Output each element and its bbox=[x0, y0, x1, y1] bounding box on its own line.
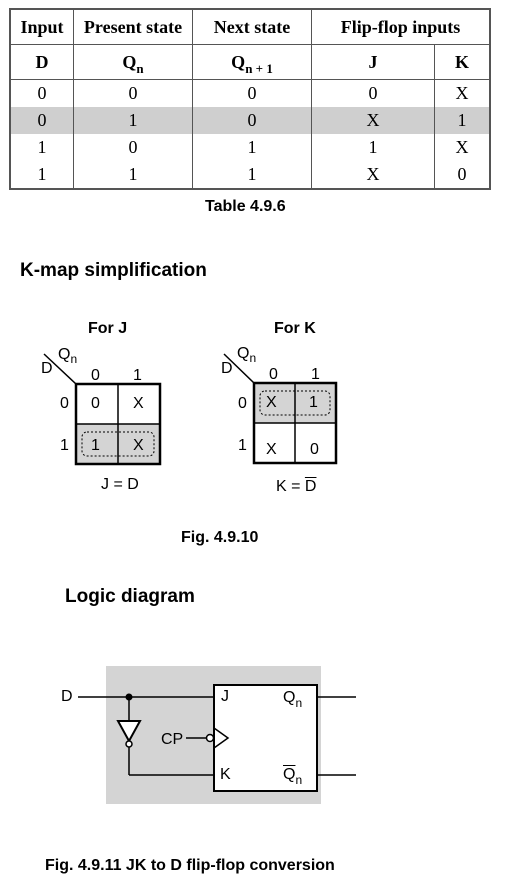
table-cell: 1 bbox=[311, 134, 435, 161]
table-cell: X bbox=[311, 161, 435, 189]
table-cell: 1 bbox=[73, 161, 193, 189]
clock-triangle bbox=[213, 727, 230, 749]
kmap-j-cell: X bbox=[133, 395, 144, 412]
header-k: K bbox=[434, 44, 491, 80]
kmap-j bbox=[43, 353, 162, 466]
table-cell: 1 bbox=[10, 134, 74, 161]
table-cell: 1 bbox=[73, 107, 193, 134]
table-cell: 1 bbox=[434, 107, 490, 134]
table-cell: X bbox=[455, 83, 469, 103]
table-cell: 0 bbox=[192, 107, 312, 134]
table-cell: 0 bbox=[10, 107, 74, 134]
table-cell: 0 bbox=[457, 164, 467, 184]
kmap-k-col-label-0: 0 bbox=[269, 366, 278, 383]
fig-logic-caption: Fig. 4.9.11 JK to D flip-flop conversion bbox=[45, 857, 335, 874]
table-row: 0 0 0 0 X bbox=[10, 79, 490, 107]
kmap-k-col-label-1: 1 bbox=[311, 366, 320, 383]
logic-k-label: K bbox=[220, 766, 231, 783]
logic-input-d: D bbox=[61, 688, 73, 705]
kmap-j-cell: X bbox=[133, 437, 144, 454]
table-row: 1 1 1 X 0 bbox=[10, 161, 490, 189]
table-row: 1 0 1 1 X bbox=[10, 134, 490, 161]
table-cell: 0 bbox=[192, 79, 312, 107]
table-cell: 0 bbox=[73, 79, 193, 107]
kmap-j-cell: 1 bbox=[91, 437, 100, 454]
kmap-j-group bbox=[81, 431, 155, 457]
table-cell: 1 bbox=[192, 161, 312, 189]
kmap-k bbox=[223, 353, 338, 465]
table-cell: 0 bbox=[73, 134, 193, 161]
kmap-j-title: For J bbox=[88, 320, 128, 337]
kmap-j-equation: J = D bbox=[101, 476, 139, 493]
fig-kmap-caption: Fig. 4.9.10 bbox=[181, 529, 259, 546]
header-d: D bbox=[10, 44, 74, 80]
kmap-k-cell: X bbox=[266, 441, 277, 458]
header-present-state: Present state bbox=[73, 9, 193, 45]
logic-qbar-label: Qn bbox=[283, 766, 303, 787]
header-j: J bbox=[311, 44, 435, 80]
table-cell: 0 bbox=[311, 79, 435, 107]
kmap-j-col-label-0: 0 bbox=[91, 367, 100, 384]
clock-bubble bbox=[205, 733, 215, 743]
header-next-state: Next state bbox=[192, 9, 312, 45]
kmap-k-group bbox=[259, 390, 331, 416]
kmap-j-diagonal bbox=[43, 353, 77, 385]
header-qn: Qn bbox=[73, 44, 193, 80]
logic-q-label: Qn bbox=[283, 689, 303, 710]
kmap-j-var-row: D bbox=[41, 360, 53, 377]
kmap-k-row-label-1: 1 bbox=[238, 437, 247, 454]
logic-j-label: J bbox=[221, 688, 229, 705]
kmap-j-row-label-1: 1 bbox=[60, 437, 69, 454]
kmap-k-equation: K = D bbox=[276, 478, 317, 495]
table-cell: 1 bbox=[192, 134, 312, 161]
kmap-j-row-label-0: 0 bbox=[60, 395, 69, 412]
kmap-k-cell: 1 bbox=[309, 394, 318, 411]
kmap-heading: K-map simplification bbox=[20, 260, 207, 281]
kmap-j-col-label-1: 1 bbox=[133, 367, 142, 384]
table-cell: 1 bbox=[10, 161, 74, 189]
kmap-k-cell: 0 bbox=[310, 441, 319, 458]
kmap-j-var-col: Qn bbox=[58, 346, 78, 366]
kmap-k-cell: X bbox=[266, 394, 277, 411]
jk-flipflop bbox=[213, 684, 318, 792]
kmap-j-cell: 0 bbox=[91, 395, 100, 412]
inverter-gate bbox=[116, 720, 142, 744]
truth-table: Input Present state Next state Flip-flop… bbox=[9, 8, 491, 190]
kmap-k-var-row: D bbox=[221, 360, 233, 377]
table-cell: 0 bbox=[10, 79, 74, 107]
header-qn1: Qn + 1 bbox=[192, 44, 312, 80]
kmap-k-title: For K bbox=[274, 320, 316, 337]
table-caption: Table 4.9.6 bbox=[205, 198, 286, 215]
header-flipflop-inputs: Flip-flop inputs bbox=[311, 9, 491, 45]
table-cell: X bbox=[311, 107, 435, 134]
kmap-k-diagonal bbox=[223, 353, 255, 384]
logic-diagram bbox=[78, 666, 356, 804]
table-cell: X bbox=[455, 137, 469, 157]
logic-heading: Logic diagram bbox=[65, 586, 195, 607]
header-input: Input bbox=[10, 9, 74, 45]
kmap-k-row-label-0: 0 bbox=[238, 395, 247, 412]
inverter-bubble bbox=[125, 740, 133, 748]
table-row-highlighted: 0 1 0 X 1 bbox=[10, 107, 490, 134]
logic-cp-label: CP bbox=[161, 731, 184, 748]
kmap-k-var-col: Qn bbox=[237, 345, 257, 365]
